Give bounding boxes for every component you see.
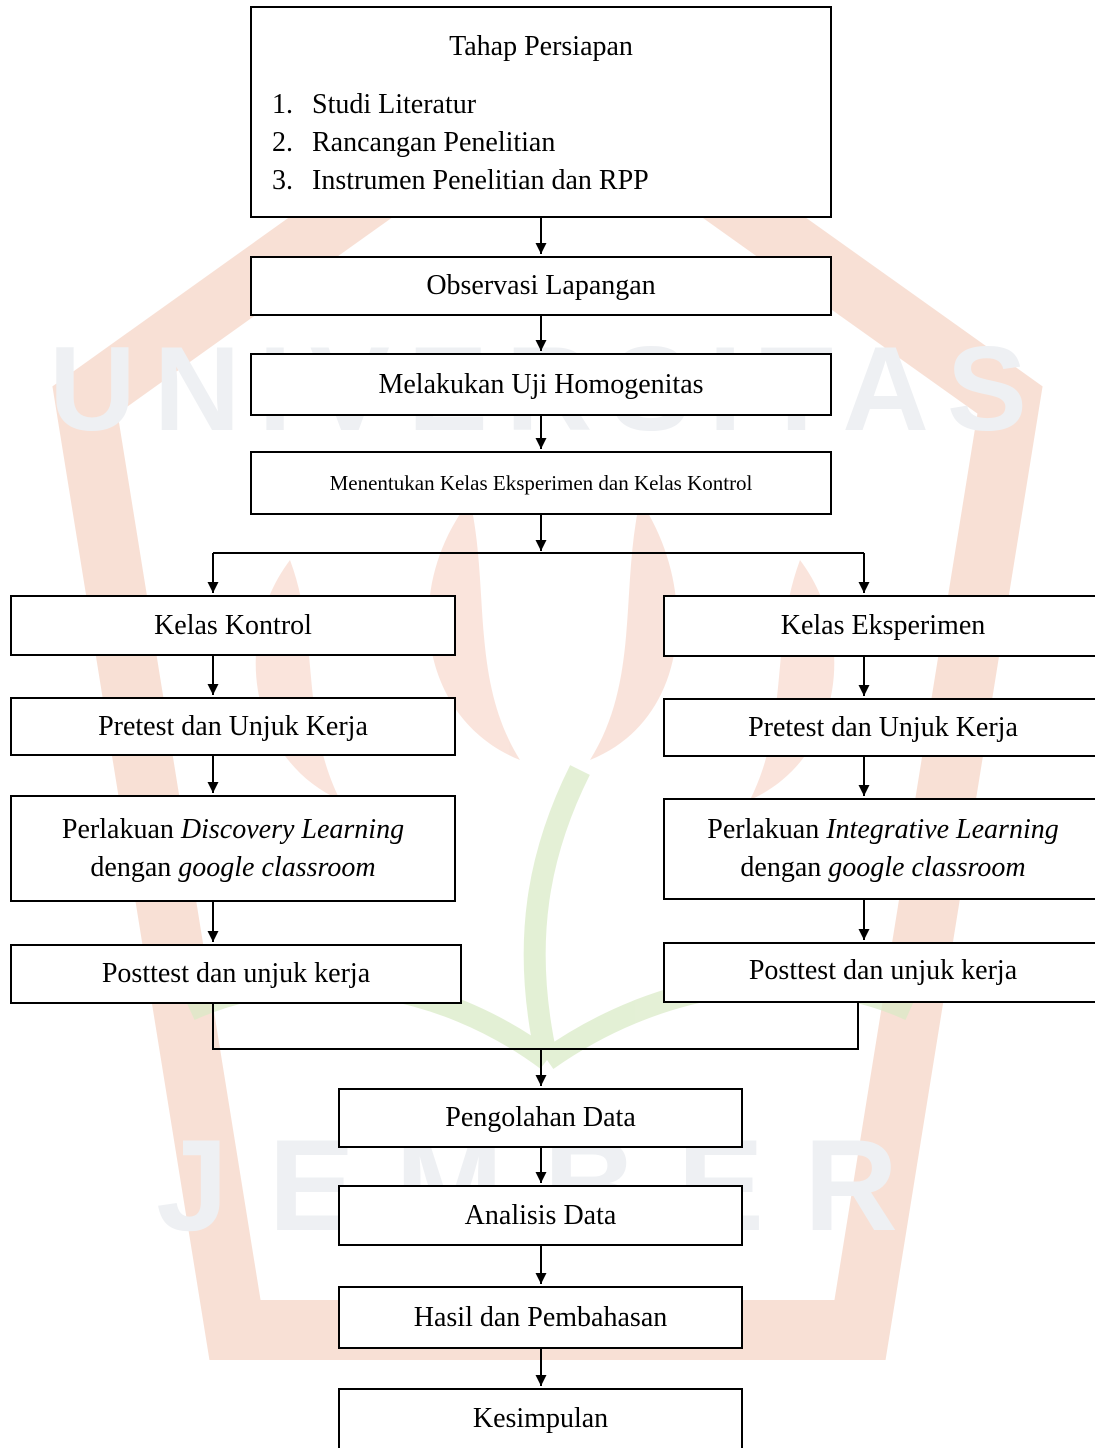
experiment-learning-model: Integrative Learning — [826, 814, 1059, 845]
conclusion-box: Kesimpulan — [338, 1388, 743, 1448]
preparation-item: 1.Studi Literatur — [272, 89, 477, 120]
data-analysis-box: Analisis Data — [338, 1185, 743, 1246]
class-selection-box: Menentukan Kelas Eksperimen dan Kelas Ko… — [250, 451, 832, 515]
preparation-item: 2.Rancangan Penelitian — [272, 127, 556, 158]
watermark-drop-mid2 — [590, 500, 678, 760]
experiment-pretest-box: Pretest dan Unjuk Kerja — [663, 698, 1095, 757]
control-treatment-box: Perlakuan Discovery Learning dengan goog… — [10, 795, 456, 902]
control-media: google classroom — [178, 851, 376, 883]
control-pretest-box: Pretest dan Unjuk Kerja — [10, 697, 456, 756]
experiment-treatment-box: Perlakuan Integrative Learning dengan go… — [663, 798, 1095, 900]
preparation-title: Tahap Persiapan — [449, 31, 633, 62]
control-treatment-line2: dengan google classroom — [90, 851, 376, 883]
merge-connector — [212, 1003, 859, 1050]
watermark-drop-mid — [428, 500, 520, 760]
homogeneity-test-box: Melakukan Uji Homogenitas — [250, 353, 832, 416]
experiment-class-box: Kelas Eksperimen — [663, 595, 1095, 657]
experiment-treatment-line2: dengan google classroom — [740, 852, 1026, 883]
data-processing-box: Pengolahan Data — [338, 1088, 743, 1148]
experiment-media: google classroom — [828, 852, 1026, 883]
control-learning-model: Discovery Learning — [180, 813, 405, 845]
experiment-treatment-line1: Perlakuan Integrative Learning — [707, 814, 1059, 845]
experiment-posttest-box: Posttest dan unjuk kerja — [663, 942, 1095, 1003]
watermark-leaf-mid — [523, 765, 590, 1063]
results-discussion-box: Hasil dan Pembahasan — [338, 1286, 743, 1349]
observation-box: Observasi Lapangan — [250, 256, 832, 316]
preparation-list: 1.Studi Literatur 2.Rancangan Penelitian… — [252, 86, 649, 200]
control-treatment-line1: Perlakuan Discovery Learning — [61, 813, 405, 845]
preparation-item: 3.Instrumen Penelitian dan RPP — [272, 165, 649, 196]
control-posttest-box: Posttest dan unjuk kerja — [10, 944, 462, 1004]
control-class-box: Kelas Kontrol — [10, 595, 456, 656]
preparation-stage-box: Tahap Persiapan 1.Studi Literatur 2.Ranc… — [250, 6, 832, 218]
